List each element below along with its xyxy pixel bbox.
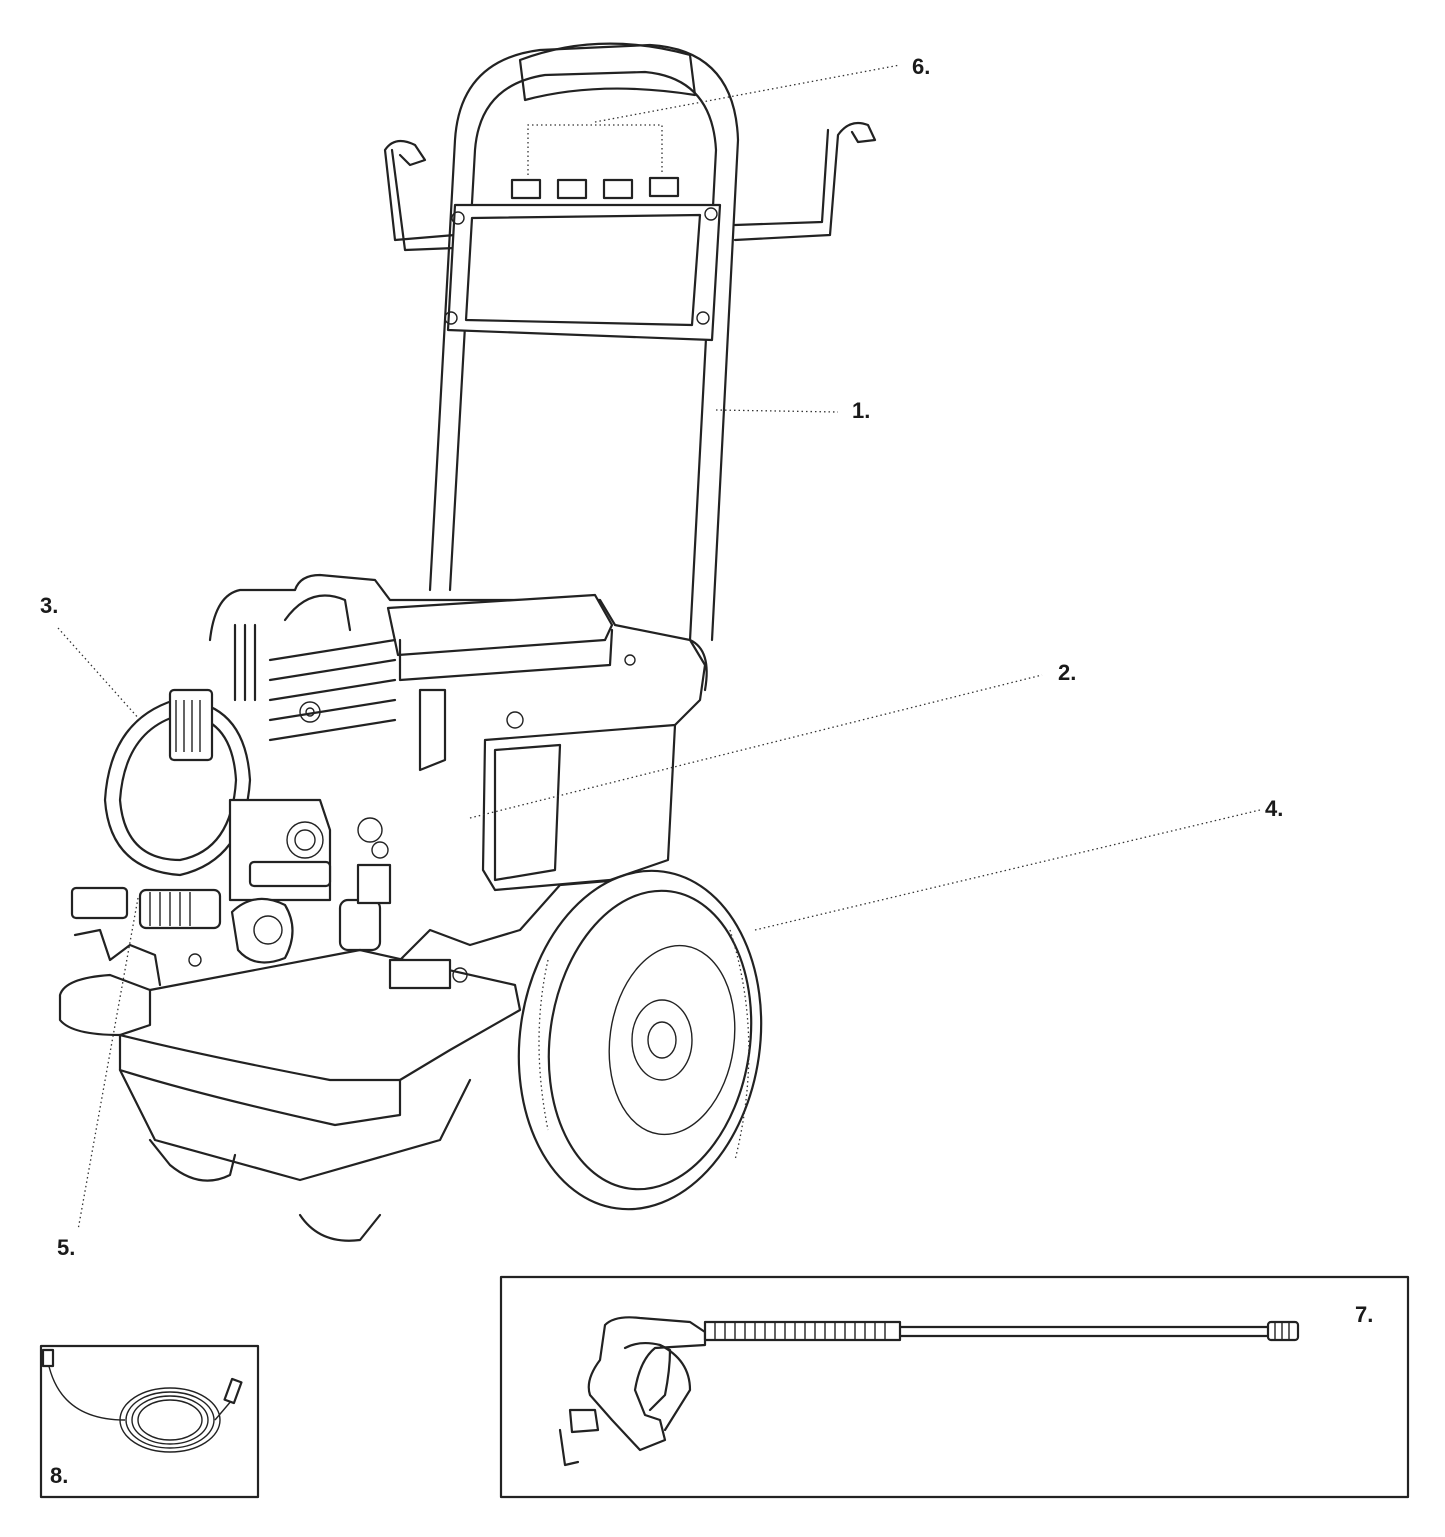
wheel	[517, 869, 763, 1211]
pump-assembly	[70, 688, 392, 964]
leader-1	[715, 409, 839, 413]
callout-1-label: 1.	[852, 398, 871, 423]
high-pressure-hose	[41, 1348, 243, 1453]
callout-5-label: 5.	[57, 1235, 76, 1260]
spray-gun-wand	[558, 1316, 1300, 1467]
leader-3	[57, 627, 141, 721]
callout-7-label: 7.	[1355, 1302, 1374, 1327]
engine	[208, 573, 708, 962]
frame-handle	[383, 42, 877, 642]
box-spray-gun	[499, 1275, 1410, 1499]
callout-2-label: 2.	[1058, 660, 1077, 685]
callout-6-label: 6.	[912, 54, 931, 79]
callout-3-label: 3.	[40, 593, 59, 618]
nozzle-tips	[510, 176, 680, 200]
leader-4	[754, 809, 1261, 931]
callout-4-label: 4.	[1265, 796, 1284, 821]
leader-6	[594, 64, 901, 123]
box-hose	[39, 1344, 260, 1499]
base-frame	[58, 928, 522, 1242]
leader-2	[469, 674, 1043, 819]
callout-8-label: 8.	[50, 1463, 69, 1488]
